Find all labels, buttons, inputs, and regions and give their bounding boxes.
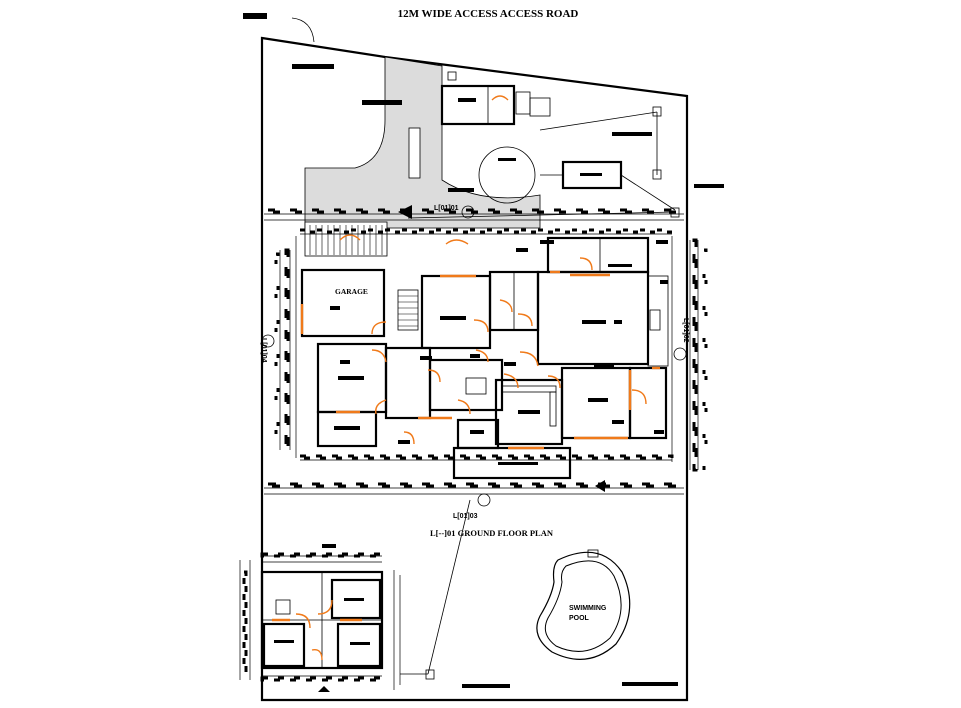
annotation-tags (292, 64, 724, 192)
svg-text:L[01]03: L[01]03 (453, 513, 478, 520)
svg-text:POOL: POOL (569, 615, 590, 622)
north-tag (243, 13, 267, 19)
bottom-tag-2 (622, 682, 678, 686)
driveway-paving (304, 56, 541, 257)
guest-house (239, 499, 471, 692)
generator-room (540, 160, 623, 190)
svg-text:GARAGE: GARAGE (335, 287, 368, 296)
room-tags (330, 240, 668, 444)
guard-house (440, 71, 531, 126)
turning-circle (478, 146, 536, 204)
plan-title: L[--]01 GROUND FLOOR PLAN (430, 528, 554, 538)
bottom-tag-1 (462, 684, 510, 688)
svg-text:L[01]02: L[01]02 (682, 318, 689, 343)
dimension-lines (264, 213, 699, 495)
main-house: GARAGE (300, 236, 669, 480)
leader-arrow (291, 17, 315, 43)
swimming-pool: SWIMMING POOL (536, 549, 631, 660)
road-title: 12M WIDE ACCESS ACCESS ROAD (398, 8, 579, 20)
dimension-ticks (266, 208, 708, 488)
svg-text:L[01]04: L[01]04 (260, 338, 267, 363)
section-marker-right: L[01]02 (673, 318, 689, 361)
svg-text:SWIMMING: SWIMMING (569, 605, 607, 612)
section-marker-left: L[01]04 (260, 334, 275, 363)
door-swings (300, 239, 660, 450)
